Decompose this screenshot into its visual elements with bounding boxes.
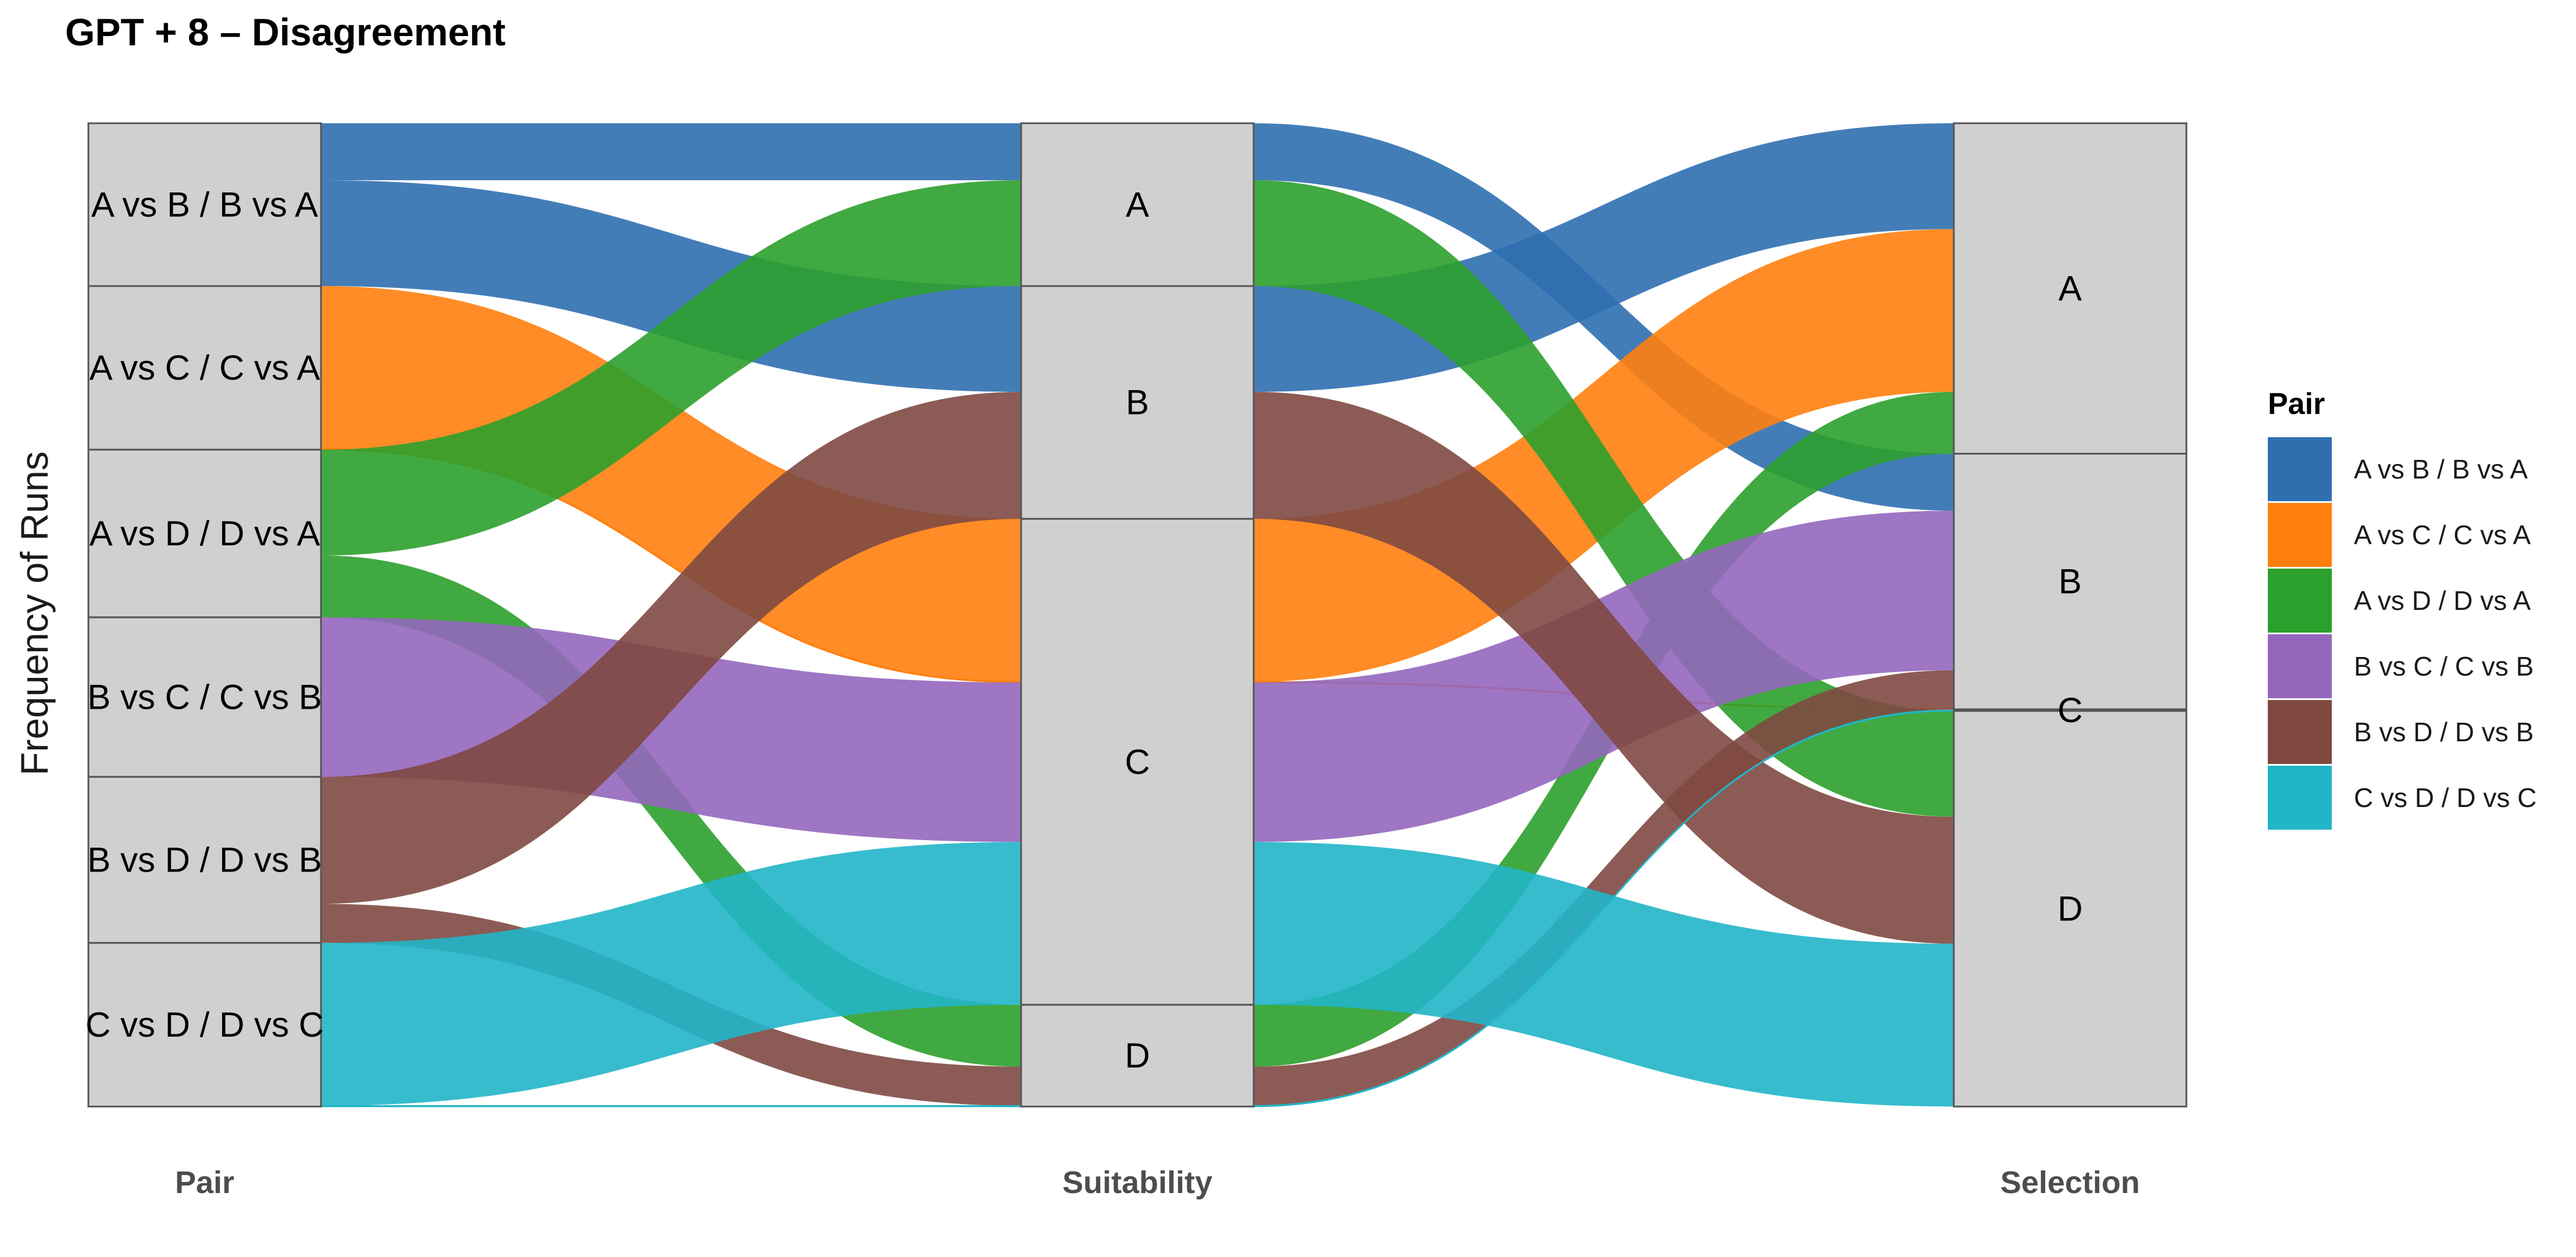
- stratum-suitability-a: [1020, 122, 1255, 287]
- stratum-label-suitability-b: B: [1126, 383, 1149, 422]
- flow-pair-suitability-a-vs-b-b-vs-a-B-A: [321, 180, 1021, 392]
- stratum-label-pair-a-vs-c-c-vs-a: A vs C / C vs A: [90, 348, 320, 387]
- legend-items: A vs B / B vs A A vs C / C vs A A vs D / D…: [2268, 437, 2536, 830]
- stratum-suitability-d: [1020, 1004, 1255, 1108]
- stratum-label-selection-d: D: [2057, 890, 2082, 929]
- x-axis-label-selection: Selection: [2000, 1165, 2140, 1200]
- chart-title: GPT + 8 – Disagreement: [65, 10, 506, 53]
- stratum-label-selection-c: C: [2057, 691, 2082, 730]
- flow-pair-suitability-a-vs-c-c-vs-a-C-A: [321, 286, 1021, 682]
- legend-swatch-a-vs-c-c-vs-a: [2268, 503, 2332, 567]
- flow-suitability-selection-b-vs-d-d-vs-b-D-B: [1254, 670, 1954, 1106]
- legend-swatch-c-vs-d-d-vs-c: [2268, 766, 2332, 830]
- flow-pair-suitability-b-vs-d-d-vs-b-B-D: [321, 392, 1021, 904]
- stratum-label-suitability-d: D: [1125, 1036, 1150, 1075]
- flow-pair-suitability-c-vs-d-d-vs-c-C-D: [321, 842, 1021, 1106]
- flow-suitability-selection-c-vs-d-d-vs-c-C-D: [1254, 842, 1954, 1107]
- flow-pair-suitability-b-vs-c-c-vs-b-C-B: [321, 617, 1021, 842]
- legend-label-a-vs-d-d-vs-a: A vs D / D vs A: [2354, 585, 2531, 616]
- stratum-pair-a-vs-b-b-vs-a: [87, 122, 322, 287]
- stratum-label-pair-c-vs-d-d-vs-c: C vs D / D vs C: [85, 1005, 324, 1044]
- flow-pair-suitability-a-vs-d-d-vs-a-A-D: [321, 180, 1021, 556]
- stratum-pair-a-vs-c-c-vs-a: [87, 285, 322, 451]
- legend-swatch-b-vs-d-d-vs-b: [2268, 700, 2332, 764]
- stratum-pair-c-vs-d-d-vs-c: [87, 942, 322, 1108]
- stratum-pair-b-vs-c-c-vs-b: [87, 616, 322, 778]
- flows-layer: [320, 123, 1954, 1108]
- legend-swatch-a-vs-b-b-vs-a: [2268, 437, 2332, 501]
- legend-swatch-a-vs-d-d-vs-a: [2268, 569, 2332, 633]
- stratum-label-suitability-c: C: [1125, 742, 1150, 781]
- stratum-pair-a-vs-d-d-vs-a: [87, 448, 322, 619]
- stratum-label-suitability-a: A: [1126, 185, 1149, 224]
- stratum-selection-d: [1953, 710, 2188, 1108]
- legend-label-a-vs-c-c-vs-a: A vs C / C vs A: [2354, 520, 2531, 550]
- flow-pair-suitability-a-vs-d-d-vs-a-D-A: [321, 555, 1021, 1067]
- legend-swatch-b-vs-c-c-vs-b: [2268, 634, 2332, 698]
- stratum-label-pair-a-vs-d-d-vs-a: A vs D / D vs A: [90, 514, 320, 553]
- legend-label-c-vs-d-d-vs-c: C vs D / D vs C: [2354, 783, 2536, 813]
- flow-pair-suitability-a-vs-b-b-vs-a-A-B: [321, 123, 1021, 180]
- strata-layer: A vs B / B vs A A vs C / C vs A A vs D / D…: [85, 122, 2188, 1108]
- legend: Pair A vs B / B vs AA vs C / C vs AA vs …: [2268, 387, 2536, 830]
- legend-label-a-vs-b-b-vs-a: A vs B / B vs A: [2354, 454, 2528, 484]
- legend-title: Pair: [2268, 387, 2325, 421]
- stratum-label-pair-b-vs-d-d-vs-b: B vs D / D vs B: [87, 841, 322, 880]
- flow-suitability-selection-b-vs-d-d-vs-b-B-D: [1254, 392, 1954, 944]
- stratum-label-pair-a-vs-b-b-vs-a: A vs B / B vs A: [91, 185, 318, 224]
- stratum-suitability-c: [1020, 517, 1255, 1006]
- legend-label-b-vs-d-d-vs-b: B vs D / D vs B: [2354, 717, 2534, 747]
- legend-label-b-vs-c-c-vs-b: B vs C / C vs B: [2354, 651, 2534, 681]
- stratum-suitability-b: [1020, 285, 1255, 520]
- x-axis-label-suitability: Suitability: [1062, 1165, 1212, 1200]
- x-axis-label-pair: Pair: [175, 1165, 234, 1200]
- y-axis-label: Frequency of Runs: [13, 451, 56, 776]
- stratum-label-pair-b-vs-c-c-vs-b: B vs C / C vs B: [87, 678, 322, 717]
- flow-suitability-selection-a-vs-b-b-vs-a-A-B: [1254, 123, 1954, 511]
- stratum-label-selection-b: B: [2058, 562, 2082, 601]
- stratum-pair-b-vs-d-d-vs-b: [87, 776, 322, 944]
- stratum-label-selection-a: A: [2058, 269, 2082, 308]
